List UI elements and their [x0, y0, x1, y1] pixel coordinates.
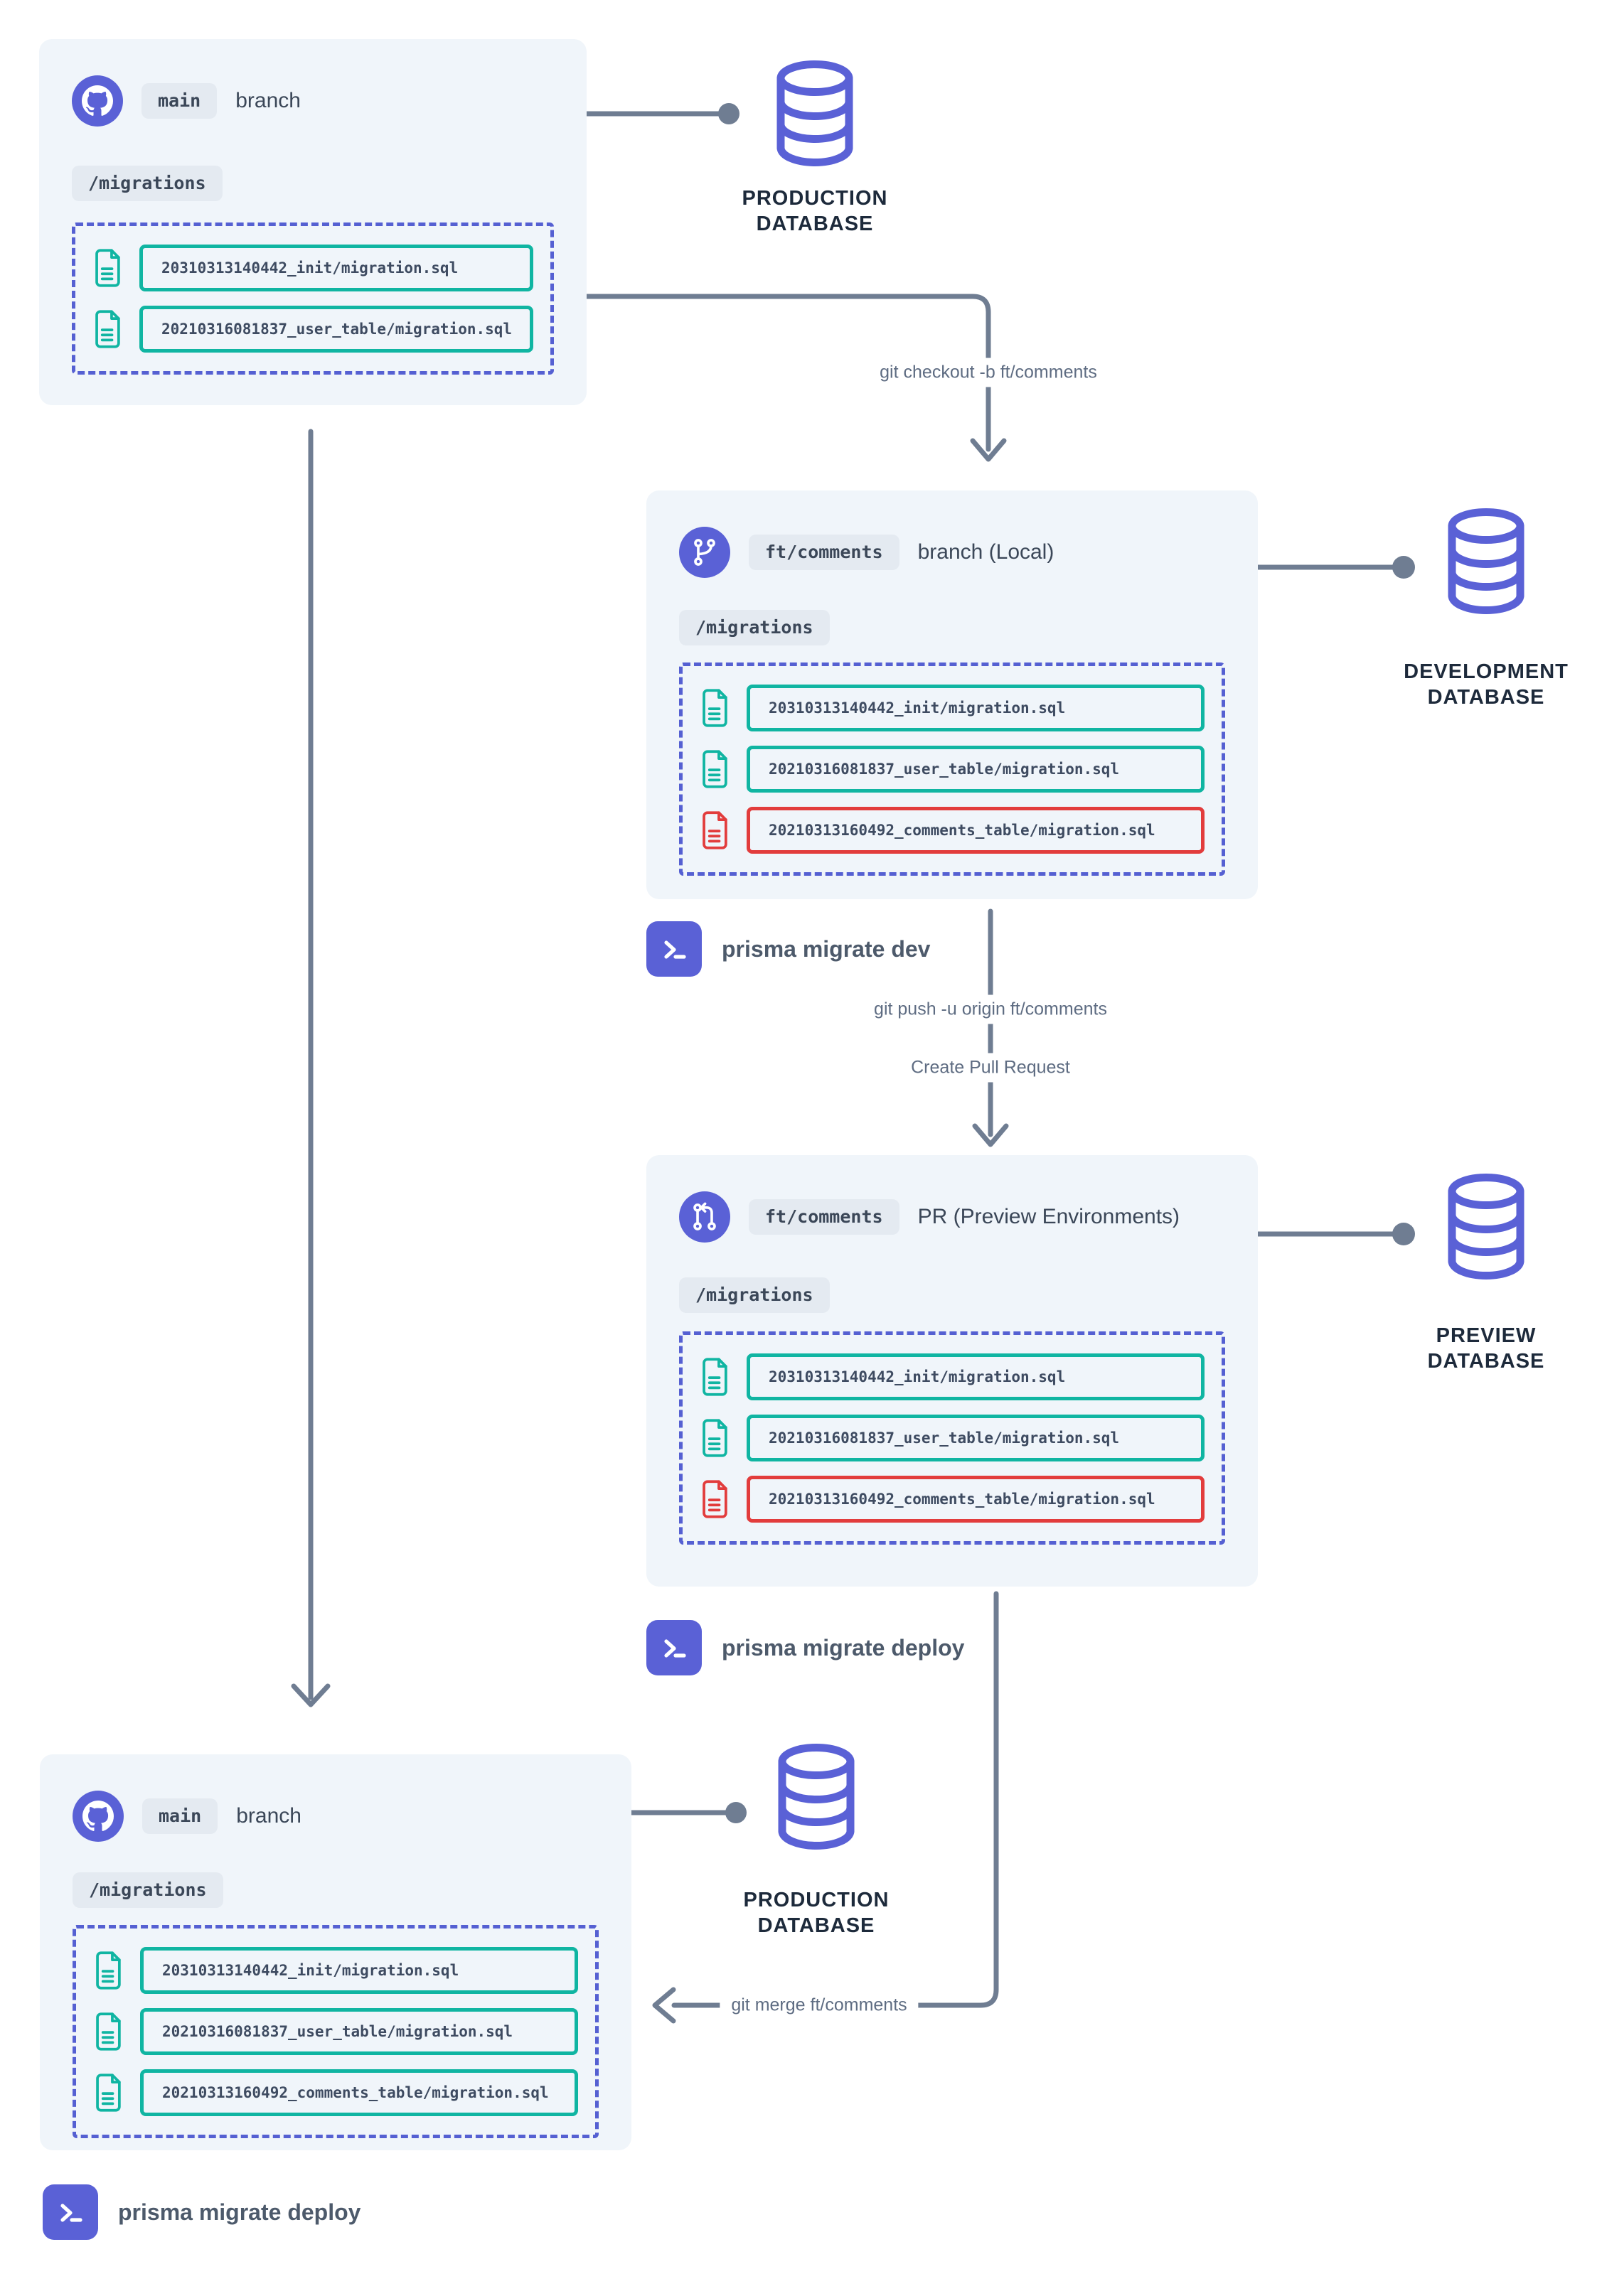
db-label-line: PRODUCTION [743, 1889, 890, 1911]
panel-main-branch-top: main branch /migrations 20310313140442_i… [39, 39, 587, 405]
panel-header: ft/comments PR (Preview Environments) [679, 1191, 1225, 1243]
db-label-line: DATABASE [757, 1914, 875, 1937]
db-label-line: DEVELOPMENT [1404, 660, 1569, 683]
panel-header: main branch [73, 1790, 599, 1842]
database-icon [771, 60, 859, 171]
git-pull-request-icon [679, 1191, 730, 1243]
panel-main-branch-bottom: main branch /migrations 20310313140442_i… [40, 1754, 631, 2150]
migration-file: 20210316081837_user_table/migration.sql [139, 305, 533, 353]
panel-header: ft/comments branch (Local) [679, 526, 1225, 579]
github-icon [72, 75, 123, 127]
terminal-icon [646, 1620, 702, 1675]
migration-row: 20210316081837_user_table/migration.sql [700, 745, 1205, 793]
arrowhead-checkout [970, 438, 1007, 462]
sql-file-icon-new [700, 810, 731, 850]
arrowhead-create-pr [972, 1123, 1009, 1147]
migration-row: 20310313140442_init/migration.sql [93, 1946, 578, 1994]
sql-file-icon [700, 688, 731, 728]
migration-file: 20210313160492_comments_table/migration.… [140, 2069, 578, 2116]
branch-label: branch [235, 89, 301, 112]
terminal-icon [646, 921, 702, 977]
command-prisma-migrate-deploy-preview: prisma migrate deploy [646, 1620, 964, 1675]
database-icon [1442, 1173, 1530, 1284]
branch-name-badge: ft/comments [749, 535, 899, 570]
terminal-icon [43, 2184, 98, 2240]
sql-file-icon [700, 1418, 731, 1458]
command-text: prisma migrate dev [722, 935, 931, 962]
sql-file-icon [93, 2012, 124, 2051]
branch-label: branch (Local) [917, 540, 1054, 564]
migration-file: 20210316081837_user_table/migration.sql [140, 2007, 578, 2055]
arrowhead-main-to-main [291, 1683, 331, 1707]
panel-ft-comments-local: ft/comments branch (Local) /migrations 2… [646, 490, 1258, 899]
branch-name-badge: main [141, 83, 218, 119]
db-label-line: PRODUCTION [742, 187, 888, 210]
edge-label-create-pull-request: Create Pull Request [899, 1053, 1082, 1083]
migrations-folder-badge: /migrations [72, 166, 223, 201]
migration-row: 20210313160492_comments_table/migration.… [700, 806, 1205, 854]
sql-file-icon-new [700, 1479, 731, 1519]
db-label-line: PREVIEW [1436, 1324, 1537, 1347]
migration-row: 20210316081837_user_table/migration.sql [92, 305, 533, 353]
migrations-folder-badge: /migrations [679, 610, 830, 645]
db-label-line: DATABASE [756, 212, 874, 235]
migration-file-new: 20210313160492_comments_table/migration.… [747, 1475, 1205, 1523]
branch-label: branch [236, 1804, 301, 1828]
sql-file-icon [92, 248, 124, 288]
development-database-label: DEVELOPMENT DATABASE [1372, 660, 1600, 711]
migration-row: 20310313140442_init/migration.sql [92, 244, 533, 291]
sql-file-icon [700, 1357, 731, 1397]
command-text: prisma migrate deploy [722, 1634, 965, 1661]
migration-file-new: 20210313160492_comments_table/migration.… [747, 806, 1205, 854]
migration-row: 20210313160492_comments_table/migration.… [93, 2069, 578, 2116]
migration-file: 20310313140442_init/migration.sql [747, 684, 1205, 731]
migration-row: 20210316081837_user_table/migration.sql [93, 2007, 578, 2055]
branch-name-badge: main [142, 1798, 218, 1834]
command-prisma-migrate-dev: prisma migrate dev [646, 921, 930, 977]
migration-file: 20210316081837_user_table/migration.sql [747, 1414, 1205, 1461]
database-icon [1442, 508, 1530, 619]
migration-row: 20310313140442_init/migration.sql [700, 1353, 1205, 1400]
db-label-line: DATABASE [1427, 1349, 1545, 1373]
migrations-folder-badge: /migrations [73, 1872, 223, 1908]
sql-file-icon [93, 2073, 124, 2113]
branch-label: PR (Preview Environments) [917, 1205, 1180, 1228]
migration-file: 20210316081837_user_table/migration.sql [747, 745, 1205, 793]
sql-file-icon [93, 1951, 124, 1990]
migration-row: 20210316081837_user_table/migration.sql [700, 1414, 1205, 1461]
sql-file-icon [92, 309, 124, 349]
migrations-list: 20310313140442_init/migration.sql 202103… [679, 1331, 1225, 1545]
database-icon [772, 1743, 860, 1855]
migration-file: 20310313140442_init/migration.sql [140, 1946, 578, 1994]
arrowhead-merge [652, 1987, 676, 2024]
git-branch-icon [679, 527, 730, 578]
panel-ft-comments-pr: ft/comments PR (Preview Environments) /m… [646, 1155, 1258, 1587]
sql-file-icon [700, 749, 731, 789]
command-text: prisma migrate deploy [118, 2199, 361, 2225]
panel-header: main branch [72, 75, 554, 127]
production-database-label-bottom: PRODUCTION DATABASE [703, 1888, 930, 1939]
migrations-list: 20310313140442_init/migration.sql 202103… [72, 222, 554, 375]
production-database-label-top: PRODUCTION DATABASE [701, 186, 929, 237]
migration-row: 20210313160492_comments_table/migration.… [700, 1475, 1205, 1523]
migrations-list: 20310313140442_init/migration.sql 202103… [679, 662, 1225, 876]
migrations-folder-badge: /migrations [679, 1277, 830, 1313]
edge-label-git-push: git push -u origin ft/comments [863, 994, 1118, 1024]
db-label-line: DATABASE [1427, 685, 1545, 709]
migrations-list: 20310313140442_init/migration.sql 202103… [73, 1924, 599, 2138]
edge-label-git-merge: git merge ft/comments [720, 1990, 919, 2020]
migration-row: 20310313140442_init/migration.sql [700, 684, 1205, 731]
command-prisma-migrate-deploy-production: prisma migrate deploy [43, 2184, 361, 2240]
github-icon [73, 1791, 124, 1842]
migration-file: 20310313140442_init/migration.sql [747, 1353, 1205, 1400]
edge-label-git-checkout: git checkout -b ft/comments [868, 358, 1109, 387]
preview-database-label: PREVIEW DATABASE [1372, 1324, 1600, 1375]
migration-file: 20310313140442_init/migration.sql [139, 244, 533, 291]
branch-name-badge: ft/comments [749, 1199, 899, 1235]
